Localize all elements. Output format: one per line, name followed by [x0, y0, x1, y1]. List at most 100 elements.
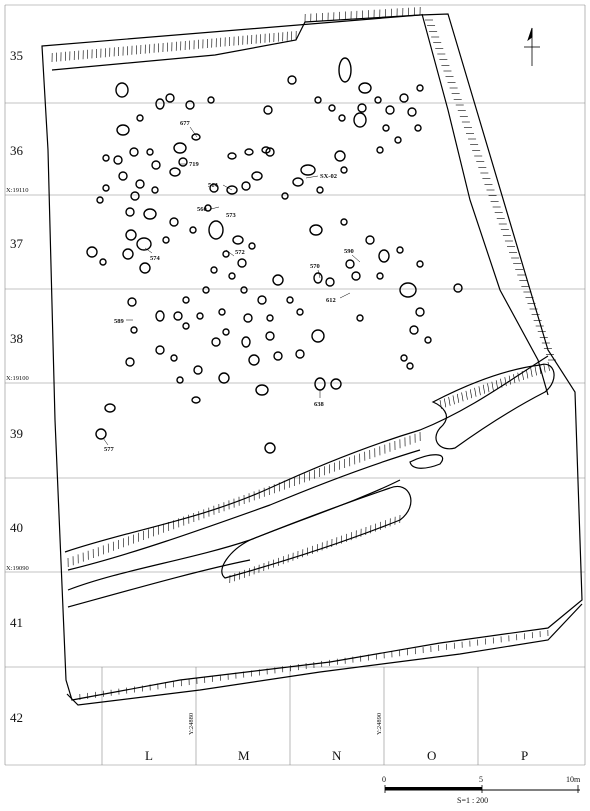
- pit-outline: [286, 296, 294, 304]
- pit-outline: [453, 283, 463, 293]
- pit-outline: [240, 286, 248, 294]
- hatch-mark: [539, 364, 542, 374]
- coord-x-19110: X:19110: [6, 187, 29, 194]
- feature-label-574: 574: [150, 255, 161, 262]
- hatch-mark: [495, 380, 498, 390]
- pit-outline: [296, 308, 304, 316]
- pit-outline: [196, 312, 204, 320]
- row-label-37: 37: [10, 236, 24, 251]
- scale-tick-0: 0: [382, 775, 386, 784]
- pit-outline: [416, 84, 424, 92]
- pit-outline: [407, 107, 417, 117]
- scale-tick-10m: 10m: [566, 775, 581, 784]
- pit-outline: [382, 124, 390, 132]
- pit-outline: [385, 105, 395, 115]
- pit-outline: [351, 271, 361, 281]
- pit-outline: [226, 185, 238, 195]
- pit-outline: [208, 220, 224, 240]
- col-label-N: N: [332, 748, 342, 763]
- pit-outline: [266, 314, 274, 322]
- pit-outline: [96, 196, 104, 204]
- row-label-41: 41: [10, 615, 23, 630]
- pit-outline: [414, 124, 422, 132]
- pit-outline: [265, 331, 275, 341]
- scale-tick-5: 5: [479, 775, 483, 784]
- grid-lines: [4, 4, 586, 766]
- pit-outline: [356, 314, 364, 322]
- hatch-mark: [530, 368, 533, 378]
- hatch-mark: [491, 381, 494, 391]
- pit-outline: [241, 336, 251, 348]
- feature-label-577: 577: [104, 446, 115, 453]
- pit-outline: [139, 262, 151, 274]
- hatch-mark: [444, 398, 447, 408]
- excavation-boundary: [41, 13, 583, 706]
- scale-ratio: S=1 : 200: [457, 796, 488, 805]
- pit-outline: [218, 372, 230, 384]
- pit-outline: [340, 166, 348, 174]
- pit-outline: [374, 96, 382, 104]
- pit-outline: [86, 246, 98, 258]
- pit-outline: [182, 322, 190, 330]
- pit-outline: [376, 272, 384, 280]
- pit-outline: [102, 184, 110, 192]
- pit-outline: [209, 183, 219, 193]
- feature-label-572: 572: [235, 249, 245, 256]
- row-label-40: 40: [10, 520, 23, 535]
- pit-outline: [95, 428, 107, 440]
- pit-outline: [409, 325, 419, 335]
- pit-outline: [227, 152, 237, 160]
- pit-outline: [135, 179, 145, 189]
- hatch-mark: [478, 386, 481, 396]
- pit-outline: [222, 328, 230, 336]
- pit-outline: [264, 442, 276, 454]
- hatch-mark: [543, 363, 546, 373]
- hatch-mark: [456, 393, 460, 403]
- pit-outline: [237, 258, 247, 268]
- pit-outline: [113, 155, 123, 165]
- pit-outline: [394, 136, 402, 144]
- pit-outline: [300, 164, 316, 176]
- pit-outline: [143, 208, 157, 220]
- pit-outline: [202, 286, 210, 294]
- pit-outline: [415, 307, 425, 317]
- pit-outline: [241, 181, 251, 191]
- hatch-mark: [487, 383, 490, 393]
- pit-outline: [313, 272, 323, 284]
- pit-outline: [169, 217, 179, 227]
- pit-outline: [228, 272, 236, 280]
- feature-label-638: 638: [314, 401, 325, 408]
- pit-outline: [232, 235, 244, 245]
- pit-outline: [165, 93, 175, 103]
- pit-outline: [325, 277, 335, 287]
- hatch-mark: [448, 396, 451, 406]
- pit-outline: [281, 192, 289, 200]
- pit-outline: [273, 351, 283, 361]
- pit-outline: [406, 362, 414, 370]
- pit-outline: [309, 224, 323, 236]
- pit-outline: [116, 124, 130, 136]
- north-arrow-icon: [524, 27, 540, 66]
- pit-outline: [170, 354, 178, 362]
- pit-outline: [210, 266, 218, 274]
- pit-outline: [155, 98, 165, 110]
- pit-outline: [399, 93, 409, 103]
- pit-outline: [314, 96, 322, 104]
- pit-outline: [424, 336, 432, 344]
- pit-outline: [173, 311, 183, 321]
- pit-outline: [218, 308, 226, 316]
- hatch-mark: [465, 390, 468, 400]
- hatch-mark: [469, 389, 473, 399]
- pit-outline: [151, 186, 159, 194]
- pit-outline: [129, 147, 139, 157]
- pit-outline: [189, 226, 197, 234]
- pit-outline: [244, 148, 254, 156]
- pit-outline: [272, 274, 284, 286]
- pit-outline: [248, 242, 256, 250]
- hatch-mark: [534, 366, 537, 376]
- pit-outline: [193, 365, 203, 375]
- pit-outline: [146, 148, 154, 156]
- row-label-35: 35: [10, 48, 23, 63]
- pit-outline: [357, 103, 367, 113]
- pit-outline: [263, 105, 273, 115]
